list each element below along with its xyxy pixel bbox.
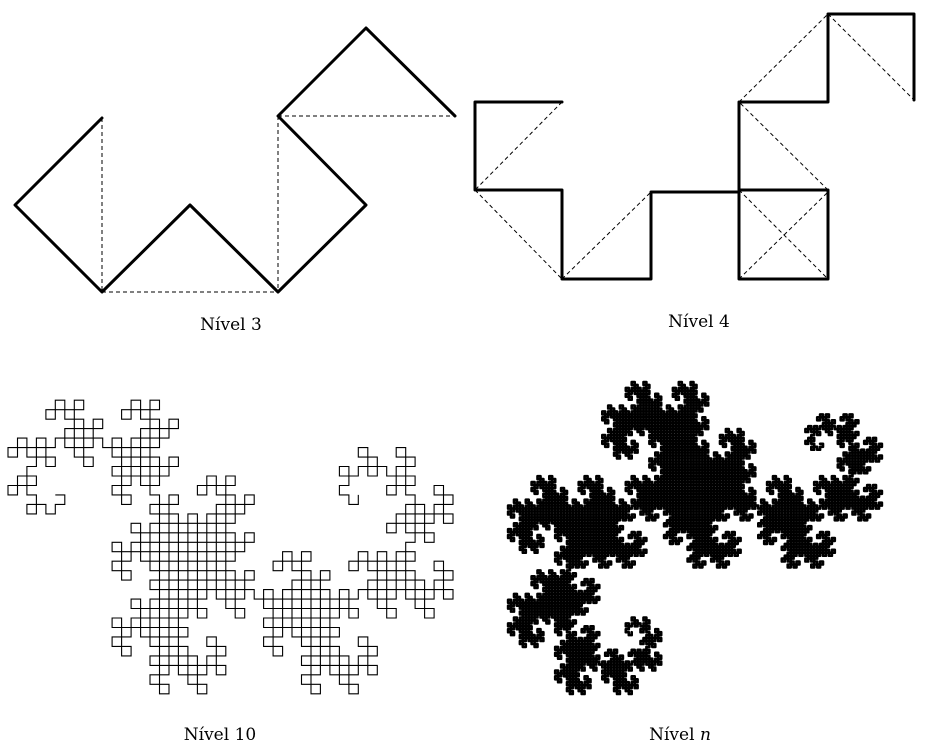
level-4-label: Nível 4 [668, 312, 730, 332]
level-10-label: Nível 10 [184, 725, 256, 745]
level-4-curve [475, 14, 914, 279]
level-n-curve [508, 382, 882, 694]
level-n-label-text: Nível [649, 725, 700, 745]
panel-level-3: Nível 3 [15, 28, 455, 335]
panel-level-4: Nível 4 [475, 14, 914, 332]
level-3-curve [15, 28, 455, 292]
panel-level-n: Nível n [508, 382, 882, 745]
panel-level-10: Nível 10 [8, 400, 453, 745]
level-n-label: Nível n [649, 725, 711, 745]
level-10-curve [8, 400, 453, 694]
level-3-construction-lines [102, 116, 455, 292]
level-n-label-variable: n [700, 725, 711, 745]
level-4-construction-lines [475, 14, 914, 279]
level-3-label: Nível 3 [200, 315, 262, 335]
